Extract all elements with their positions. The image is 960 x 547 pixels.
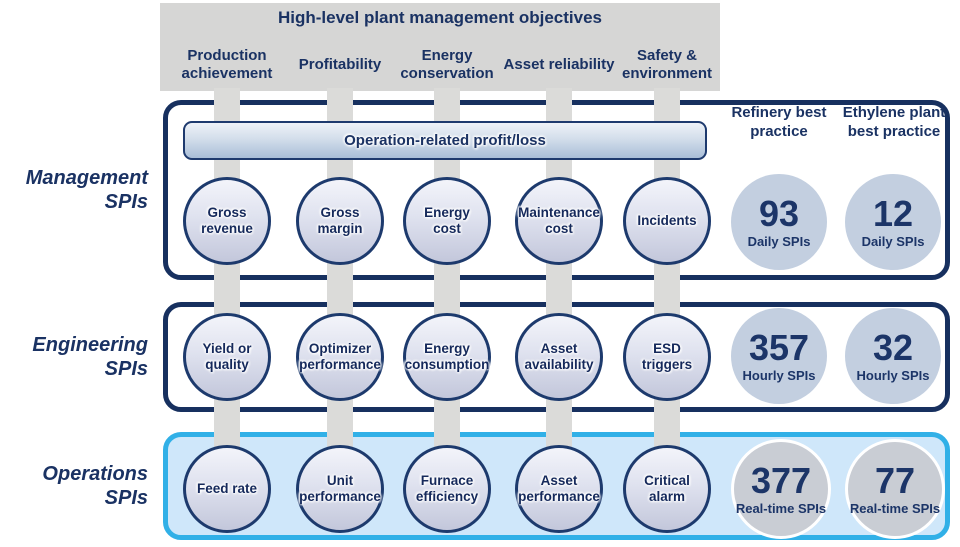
stat-unit: Hourly SPIs: [856, 367, 930, 383]
row-label-management-text: Management SPIs: [25, 167, 148, 213]
spi-circle-gross-revenue: Gross revenue: [183, 177, 271, 265]
stat-value: 77: [874, 459, 916, 501]
stat-unit: Daily SPIs: [747, 233, 811, 249]
refinery-best-practice-header: Refinery best practice: [731, 104, 827, 140]
ethylene-best-practice-header: Ethylene plant best practice: [842, 104, 946, 140]
objective-asset-reliability: Asset reliability: [503, 56, 615, 74]
spi-circle-maintenance-cost: Maintenance cost: [515, 177, 603, 265]
stat-circle-ethylene-realtime: 77 Real-time SPIs: [845, 439, 945, 539]
operation-profit-loss-bar: Operation-related profit/loss: [183, 121, 707, 160]
stat-value: 32: [872, 326, 914, 368]
stat-unit: Hourly SPIs: [742, 367, 816, 383]
stat-circle-refinery-realtime: 377 Real-time SPIs: [731, 439, 831, 539]
stat-value: 93: [758, 192, 800, 234]
row-label-management: Management SPIs: [0, 100, 148, 280]
spi-circle-incidents: Incidents: [623, 177, 711, 265]
objective-production-achievement: Production achievement: [181, 47, 273, 82]
spi-circle-asset-performance: Asset performance: [515, 445, 603, 533]
stat-value: 12: [872, 192, 914, 234]
spi-circle-asset-availability: Asset availability: [515, 313, 603, 401]
objective-safety-environment: Safety & environment: [621, 47, 712, 82]
diagram-title: High-level plant management objectives: [277, 8, 603, 27]
objective-energy-conservation: Energy conservation: [400, 47, 494, 82]
stat-circle-ethylene-daily: 12 Daily SPIs: [845, 174, 941, 270]
spi-circle-optimizer-performance: Optimizer performance: [296, 313, 384, 401]
spi-circle-energy-cost: Energy cost: [403, 177, 491, 265]
stat-circle-refinery-hourly: 357 Hourly SPIs: [731, 308, 827, 404]
row-label-engineering-text: Engineering SPIs: [32, 334, 148, 380]
spi-circle-feed-rate: Feed rate: [183, 445, 271, 533]
row-label-operations: Operations SPIs: [0, 432, 148, 540]
stat-unit: Daily SPIs: [861, 233, 925, 249]
spi-circle-energy-consumption: Energy consumption: [403, 313, 491, 401]
stat-value: 377: [750, 459, 812, 501]
stat-circle-refinery-daily: 93 Daily SPIs: [731, 174, 827, 270]
objectives-header-box: [160, 3, 720, 91]
objective-profitability: Profitability: [298, 56, 382, 74]
spi-circle-unit-performance: Unit performance: [296, 445, 384, 533]
row-label-engineering: Engineering SPIs: [0, 302, 148, 412]
spi-circle-yield-quality: Yield or quality: [183, 313, 271, 401]
spi-circle-critical-alarm: Critical alarm: [623, 445, 711, 533]
row-label-operations-text: Operations SPIs: [42, 463, 148, 509]
spi-circle-gross-margin: Gross margin: [296, 177, 384, 265]
spi-circle-furnace-efficiency: Furnace efficiency: [403, 445, 491, 533]
stat-unit: Real-time SPIs: [849, 500, 941, 516]
stat-circle-ethylene-hourly: 32 Hourly SPIs: [845, 308, 941, 404]
stat-unit: Real-time SPIs: [735, 500, 827, 516]
stat-value: 357: [748, 326, 810, 368]
spi-circle-esd-triggers: ESD triggers: [623, 313, 711, 401]
